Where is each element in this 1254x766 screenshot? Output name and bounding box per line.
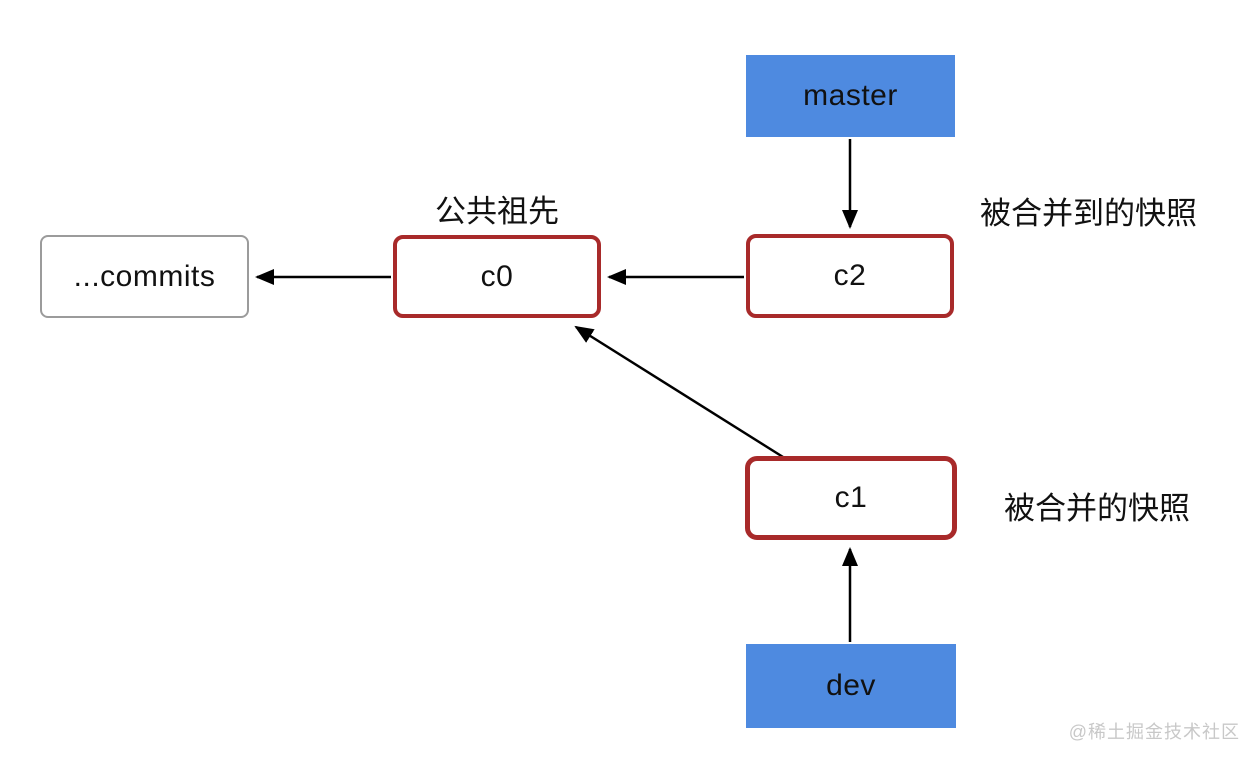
watermark-text: @稀土掘金技术社区 [1068, 722, 1240, 742]
annotation-merged-snapshot: 被合并的快照 [1004, 491, 1190, 526]
branch-node-master-label: master [803, 79, 898, 112]
branch-node-master: master [746, 55, 955, 137]
history-node-commits-label: ...commits [73, 259, 216, 293]
branch-node-dev-label: dev [826, 669, 876, 702]
annotation-merged-into-snapshot: 被合并到的快照 [980, 196, 1197, 231]
commit-node-c0-label: c0 [480, 259, 514, 293]
history-node-commits: ...commits [40, 235, 249, 318]
commit-node-c2-label: c2 [833, 259, 867, 292]
commit-node-c0: c0 [393, 235, 601, 318]
annotation-common-ancestor: 公共祖先 [435, 194, 559, 229]
commit-node-c1-label: c1 [834, 481, 868, 514]
arrow-c1-to-c0 [574, 325, 784, 459]
commit-node-c2: c2 [746, 234, 954, 318]
branch-node-dev: dev [746, 644, 956, 728]
commit-node-c1: c1 [745, 456, 957, 540]
